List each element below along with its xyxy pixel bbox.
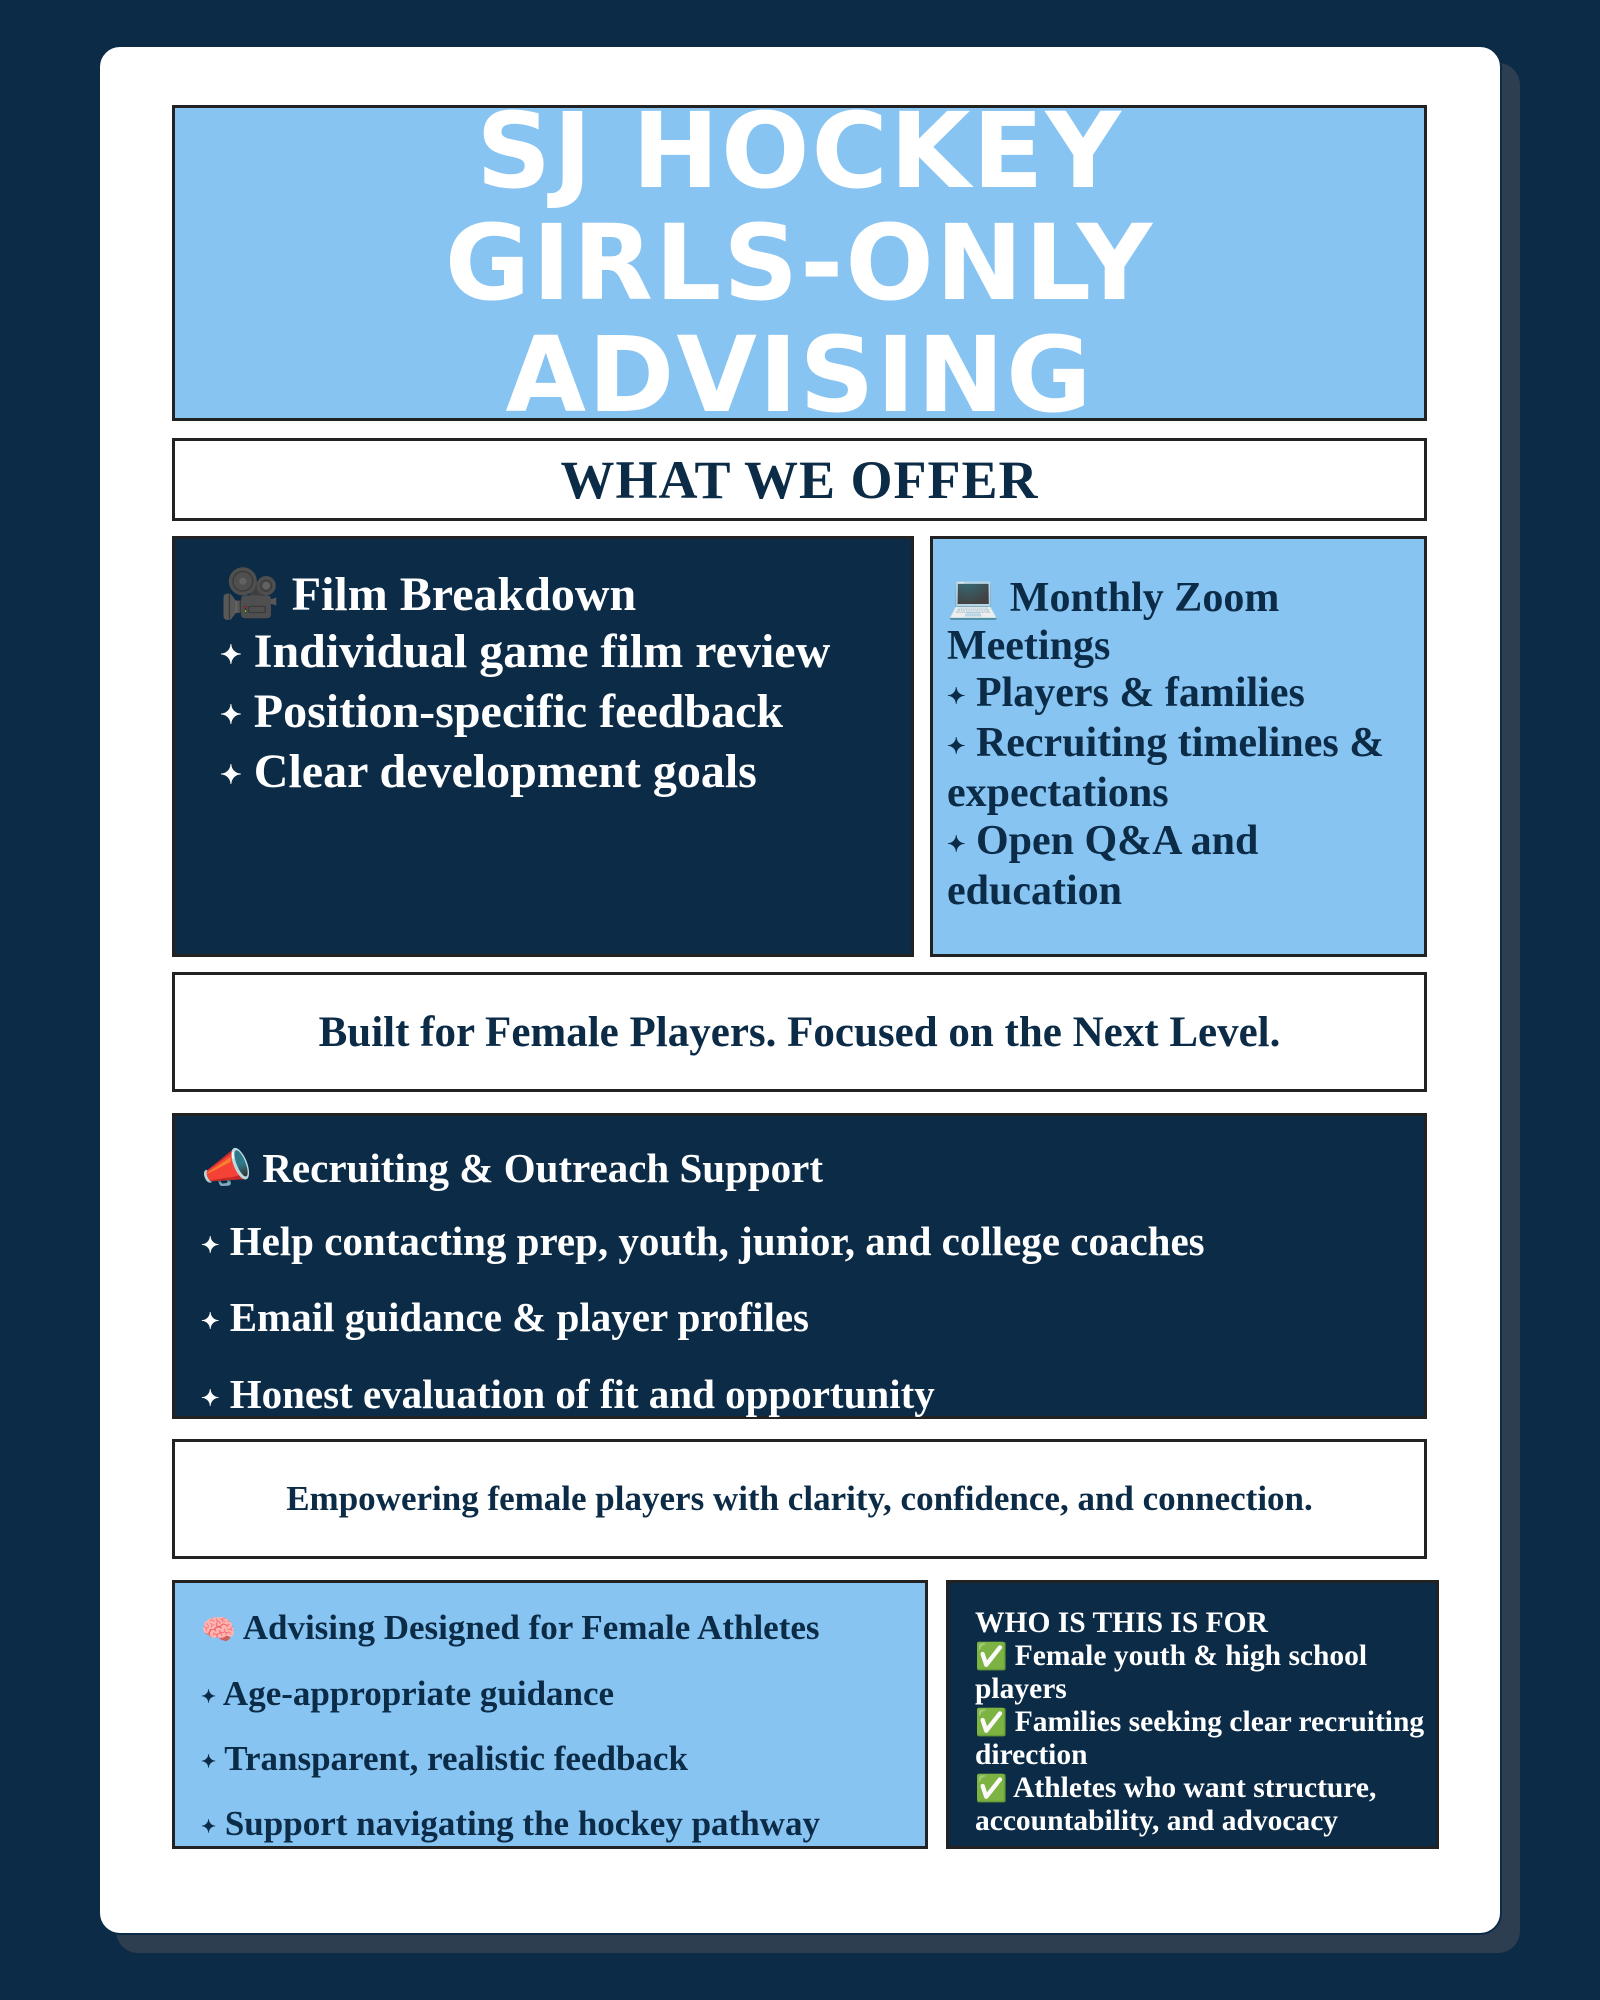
list-item: ✦ Individual game film review (220, 624, 871, 684)
laptop-icon: 💻 (947, 575, 1000, 621)
page-title: SJ HOCKEY GIRLS-ONLY ADVISING (444, 90, 1155, 436)
zoom-meetings-box: 💻 Monthly Zoom Meetings ✦ Players & fami… (930, 536, 1427, 957)
film-breakdown-box: 🎥 Film Breakdown ✦ Individual game film … (172, 536, 914, 957)
list-item-text: Position-specific feedback (253, 684, 784, 738)
list-item-text: Transparent, realistic feedback (224, 1738, 688, 1778)
list-item-text: Open Q&A and education (947, 817, 1259, 914)
empower-box: Empowering female players with clarity, … (172, 1439, 1427, 1559)
list-item-text: Recruiting timelines & expectations (947, 720, 1385, 817)
check-icon: ✅ (975, 1773, 1008, 1803)
sparkle-icon: ✦ (947, 831, 966, 857)
recruiting-heading-text: Recruiting & Outreach Support (262, 1145, 824, 1191)
who-is-this-for-box: WHO IS THIS IS FOR ✅ Female youth & high… (946, 1580, 1439, 1849)
list-item-text: Email guidance & player profiles (229, 1294, 810, 1341)
list-item-text: Honest evaluation of fit and opportunity (229, 1371, 935, 1418)
film-camera-icon: 🎥 (220, 568, 280, 621)
offer-heading-box: WHAT WE OFFER (172, 438, 1427, 521)
sparkle-icon: ✦ (947, 683, 966, 709)
offer-heading: WHAT WE OFFER (560, 449, 1039, 510)
sparkle-icon: ✦ (201, 1231, 220, 1257)
sparkle-icon: ✦ (220, 760, 242, 790)
recruiting-box: 📣 Recruiting & Outreach Support ✦ Help c… (172, 1113, 1427, 1419)
zoom-heading-text: Monthly Zoom Meetings (947, 575, 1280, 669)
list-item-text: Athletes who want structure, accountabil… (975, 1771, 1377, 1838)
advising-box: 🧠 Advising Designed for Female Athletes … (172, 1580, 928, 1849)
list-item-text: Families seeking clear recruiting direct… (975, 1705, 1425, 1772)
brain-icon: 🧠 (201, 1615, 236, 1646)
list-item-text: Individual game film review (253, 624, 831, 678)
list-item: ✦ Players & families (947, 670, 1410, 720)
check-icon: ✅ (975, 1641, 1008, 1671)
list-item: ✦ Recruiting timelines & expectations (947, 720, 1410, 818)
list-item: ✦ Position-specific feedback (220, 684, 871, 744)
sparkle-icon: ✦ (201, 1308, 220, 1334)
list-item: ✅ Families seeking clear recruiting dire… (975, 1706, 1432, 1772)
list-item: ✦ Open Q&A and education (947, 818, 1410, 916)
list-item: ✦ Age-appropriate guidance (201, 1663, 911, 1728)
list-item: ✦ Help contacting prep, youth, junior, a… (201, 1205, 1398, 1282)
sparkle-icon: ✦ (201, 1816, 217, 1837)
megaphone-icon: 📣 (201, 1145, 253, 1191)
advising-heading: 🧠 Advising Designed for Female Athletes (201, 1597, 911, 1663)
tagline: Built for Female Players. Focused on the… (318, 1008, 1281, 1056)
list-item: ✅ Athletes who want structure, accountab… (975, 1772, 1432, 1838)
tagline-box: Built for Female Players. Focused on the… (172, 972, 1427, 1092)
list-item: ✦ Honest evaluation of fit and opportuni… (201, 1358, 1398, 1435)
list-item: ✦ Clear development goals (220, 744, 871, 804)
sparkle-icon: ✦ (220, 700, 242, 730)
list-item: ✦ Transparent, realistic feedback (201, 1728, 911, 1793)
who-heading: WHO IS THIS IS FOR (975, 1607, 1268, 1639)
sparkle-icon: ✦ (201, 1385, 220, 1411)
sparkle-icon: ✦ (201, 1686, 217, 1707)
list-item-text: Female youth & high school players (975, 1639, 1368, 1706)
list-item-text: Support navigating the hockey pathway (224, 1803, 820, 1843)
recruiting-heading: 📣 Recruiting & Outreach Support (201, 1132, 1398, 1205)
list-item: ✦ Support navigating the hockey pathway (201, 1793, 911, 1858)
empower-statement: Empowering female players with clarity, … (286, 1479, 1313, 1518)
list-item: ✦ Email guidance & player profiles (201, 1281, 1398, 1358)
list-item-text: Clear development goals (253, 744, 757, 798)
sparkle-icon: ✦ (201, 1751, 217, 1772)
advising-heading-text: Advising Designed for Female Athletes (242, 1608, 820, 1647)
zoom-heading: 💻 Monthly Zoom Meetings (947, 575, 1410, 670)
film-heading: 🎥 Film Breakdown (220, 567, 871, 624)
list-item-text: Help contacting prep, youth, junior, and… (229, 1217, 1205, 1264)
list-item: ✅ Female youth & high school players (975, 1640, 1432, 1706)
film-heading-text: Film Breakdown (291, 568, 637, 621)
check-icon: ✅ (975, 1707, 1008, 1737)
sparkle-icon: ✦ (220, 640, 242, 670)
list-item-text: Players & families (975, 670, 1305, 716)
title-banner: SJ HOCKEY GIRLS-ONLY ADVISING (172, 95, 1427, 431)
list-item-text: Age-appropriate guidance (222, 1673, 615, 1713)
sparkle-icon: ✦ (947, 733, 966, 759)
